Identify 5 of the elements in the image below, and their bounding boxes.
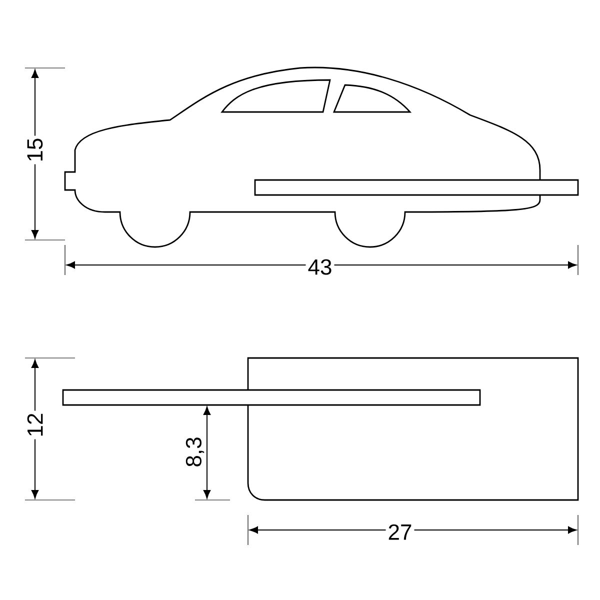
dimension-label: 8,3: [184, 434, 206, 470]
dimension-label: 15: [25, 136, 45, 164]
dimension-label: 12: [25, 410, 45, 440]
dimension-label: 27: [386, 522, 414, 542]
dimension-label: 43: [306, 257, 334, 277]
